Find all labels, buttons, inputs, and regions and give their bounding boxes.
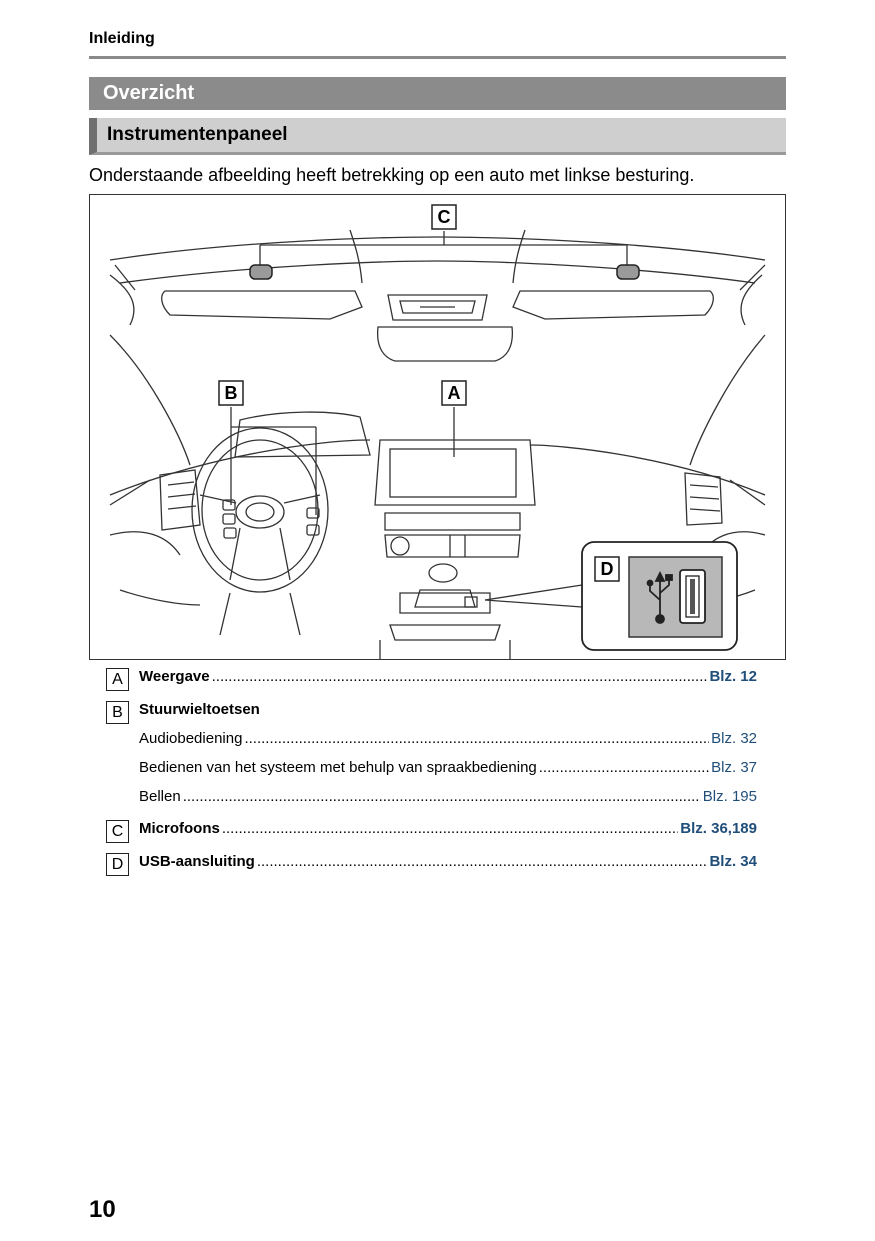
- leader-dots: [222, 820, 678, 837]
- legend-item-c: C Microfoons Blz. 36,189: [106, 820, 757, 843]
- legend-label: Stuurwieltoetsen: [139, 701, 260, 718]
- legend-label: USB-aansluiting: [139, 853, 255, 870]
- header-rule: [89, 56, 786, 59]
- leader-dots: [257, 853, 708, 870]
- legend-item-a: A Weergave Blz. 12: [106, 668, 757, 691]
- page-number: 10: [89, 1196, 116, 1223]
- legend-subitem: Bedienen van het systeem met behulp van …: [106, 759, 757, 776]
- legend-label: Bellen: [139, 788, 181, 805]
- page-reference[interactable]: Blz. 37: [711, 759, 757, 776]
- legend-subitem: Bellen Blz. 195: [106, 788, 757, 805]
- legend-letter-a: A: [106, 668, 129, 691]
- page-reference[interactable]: Blz. 195: [702, 788, 757, 805]
- legend-subitem: Audiobediening Blz. 32: [106, 730, 757, 747]
- page-reference[interactable]: Blz. 36,189: [680, 820, 757, 837]
- page-reference[interactable]: Blz. 34: [709, 853, 757, 870]
- legend-letter-d: D: [106, 853, 129, 876]
- leader-dots: [212, 668, 708, 685]
- callout-a: A: [448, 383, 461, 403]
- usb-icon: [646, 570, 673, 624]
- section-title: Overzicht: [89, 77, 786, 110]
- legend-label: Microfoons: [139, 820, 220, 837]
- legend-label: Bedienen van het systeem met behulp van …: [139, 759, 537, 776]
- microphone-icon: [249, 264, 640, 280]
- legend-letter-b: B: [106, 701, 129, 724]
- leader-dots: [183, 788, 701, 805]
- leader-dots: [539, 759, 709, 776]
- subsection-title: Instrumentenpaneel: [89, 118, 786, 155]
- legend-list: A Weergave Blz. 12 B Stuurwieltoetsen Au…: [106, 668, 757, 876]
- legend-label: Weergave: [139, 668, 210, 685]
- callout-d: D: [601, 559, 614, 579]
- page-reference[interactable]: Blz. 12: [709, 668, 757, 685]
- dashboard-illustration: C B A D: [89, 194, 786, 660]
- legend-letter-c: C: [106, 820, 129, 843]
- intro-text: Onderstaande afbeelding heeft betrekking…: [89, 165, 695, 185]
- page-reference[interactable]: Blz. 32: [711, 730, 757, 747]
- running-header: Inleiding: [89, 30, 155, 47]
- callout-c: C: [438, 207, 451, 227]
- legend-item-b: B Stuurwieltoetsen: [106, 701, 757, 724]
- usb-inset: D: [581, 541, 738, 651]
- legend-item-d: D USB-aansluiting Blz. 34: [106, 853, 757, 876]
- callout-b: B: [225, 383, 238, 403]
- leader-dots: [244, 730, 709, 747]
- legend-label: Audiobediening: [139, 730, 243, 747]
